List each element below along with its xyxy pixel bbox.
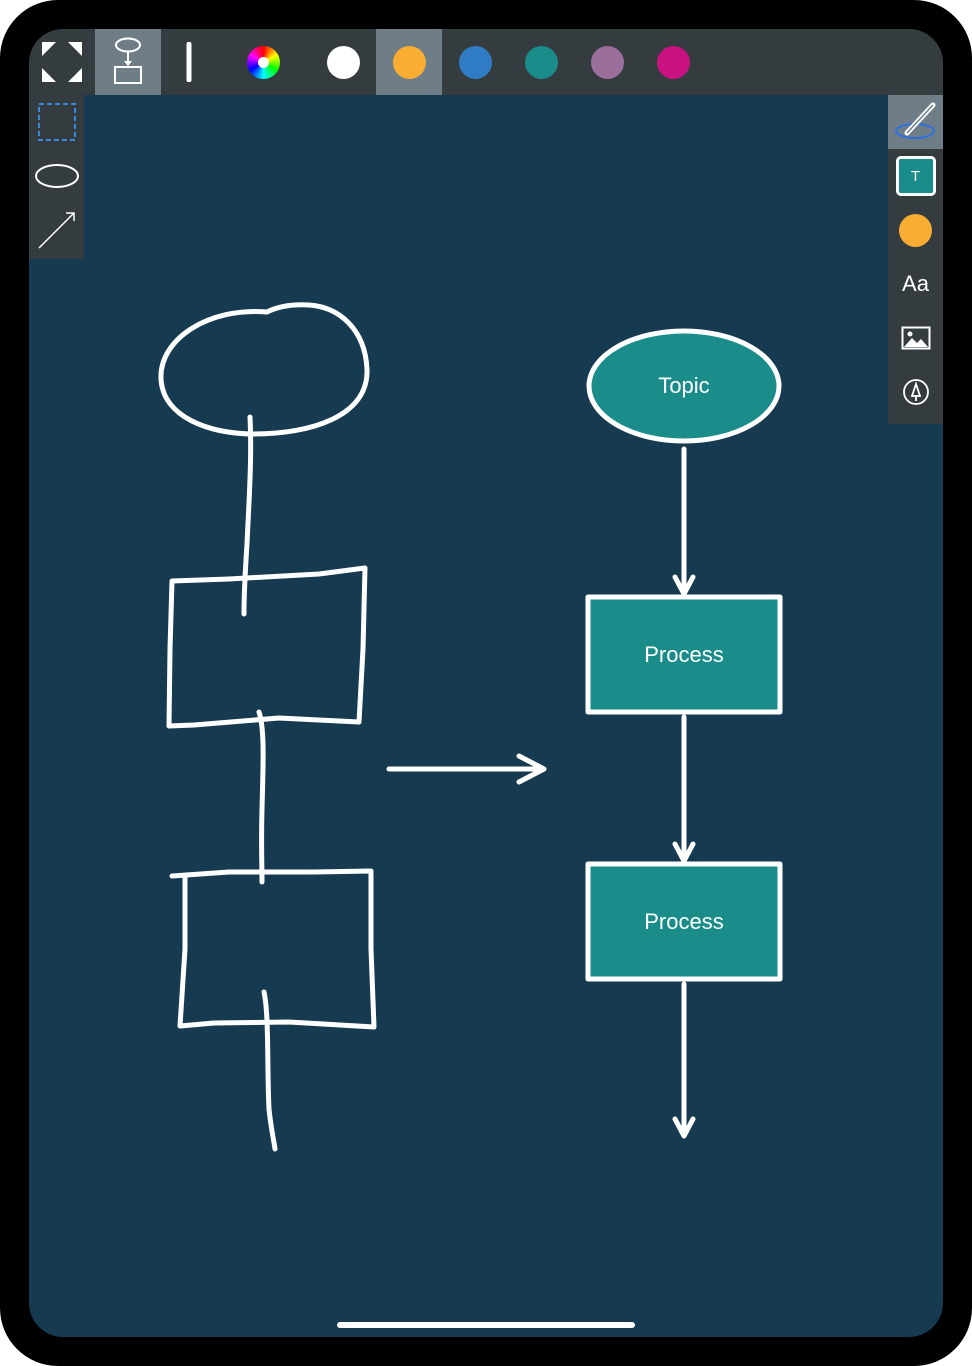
- fullscreen-icon: [42, 42, 82, 82]
- process-node-shape: [585, 861, 783, 982]
- drawing-canvas[interactable]: T Aa: [29, 29, 943, 1337]
- topic-node-label[interactable]: Topic: [658, 373, 710, 398]
- color-swatch-blue[interactable]: [442, 29, 508, 95]
- handdrawn-connector: [256, 709, 266, 885]
- process-node-shape: [585, 594, 783, 715]
- dashed-rectangle-icon: [37, 103, 76, 141]
- pen-lasso-icon: [894, 102, 935, 139]
- swatch-magenta: [656, 45, 690, 79]
- color-swatch-white[interactable]: [310, 29, 376, 95]
- selection-tool-button[interactable]: [29, 95, 84, 149]
- flowchart-shape-recognition-icon: [114, 37, 142, 84]
- topic-node-shape: [586, 328, 782, 444]
- text-style-button[interactable]: T: [888, 149, 943, 203]
- process-node-label[interactable]: Process: [644, 641, 724, 667]
- image-icon: [901, 326, 930, 350]
- color-wheel-icon: [246, 45, 280, 79]
- handdrawn-connector: [261, 989, 278, 1152]
- color-wheel-button[interactable]: [230, 29, 296, 95]
- properties-panel: T Aa: [888, 95, 943, 424]
- drawing-layer: [158, 302, 783, 1152]
- home-indicator[interactable]: [337, 1322, 635, 1328]
- handdrawn-rectangle: [166, 565, 368, 729]
- swatch-orange: [392, 45, 426, 79]
- arrow-icon: [37, 212, 75, 249]
- font-label: Aa: [902, 271, 929, 296]
- text-tool-icon: T: [895, 156, 936, 196]
- color-swatch-mauve[interactable]: [574, 29, 640, 95]
- fill-color-button[interactable]: [888, 203, 943, 257]
- color-swatch-magenta[interactable]: [640, 29, 706, 95]
- process-node-label[interactable]: Process: [644, 908, 724, 934]
- text-tool-label: T: [910, 167, 921, 185]
- stroke-width-button[interactable]: [161, 29, 216, 95]
- color-swatch-teal[interactable]: [508, 29, 574, 95]
- arrow-tool-button[interactable]: [29, 203, 84, 257]
- color-swatch-orange[interactable]: [376, 29, 442, 95]
- handdrawn-connector: [241, 414, 254, 617]
- shape-tools-panel: [29, 95, 84, 259]
- ellipse-icon: [34, 164, 79, 188]
- fill-color-swatch: [899, 213, 932, 247]
- swatch-white: [326, 45, 360, 79]
- ellipse-tool-button[interactable]: [29, 149, 84, 203]
- pencil-tool-button[interactable]: [888, 365, 943, 419]
- handdrawn-rectangle: [169, 868, 377, 1030]
- insert-image-button[interactable]: [888, 311, 943, 365]
- top-toolbar: [29, 29, 943, 95]
- font-button[interactable]: Aa: [888, 257, 943, 311]
- stroke-width-icon: [186, 42, 191, 82]
- swatch-teal: [524, 45, 558, 79]
- pen-tool-button[interactable]: [888, 95, 943, 149]
- swatch-blue: [458, 45, 492, 79]
- fullscreen-button[interactable]: [29, 29, 95, 95]
- handdrawn-ellipse: [158, 302, 370, 437]
- shape-recognition-button[interactable]: [95, 29, 161, 95]
- pencil-circle-icon: [902, 379, 929, 405]
- swatch-mauve: [590, 45, 624, 79]
